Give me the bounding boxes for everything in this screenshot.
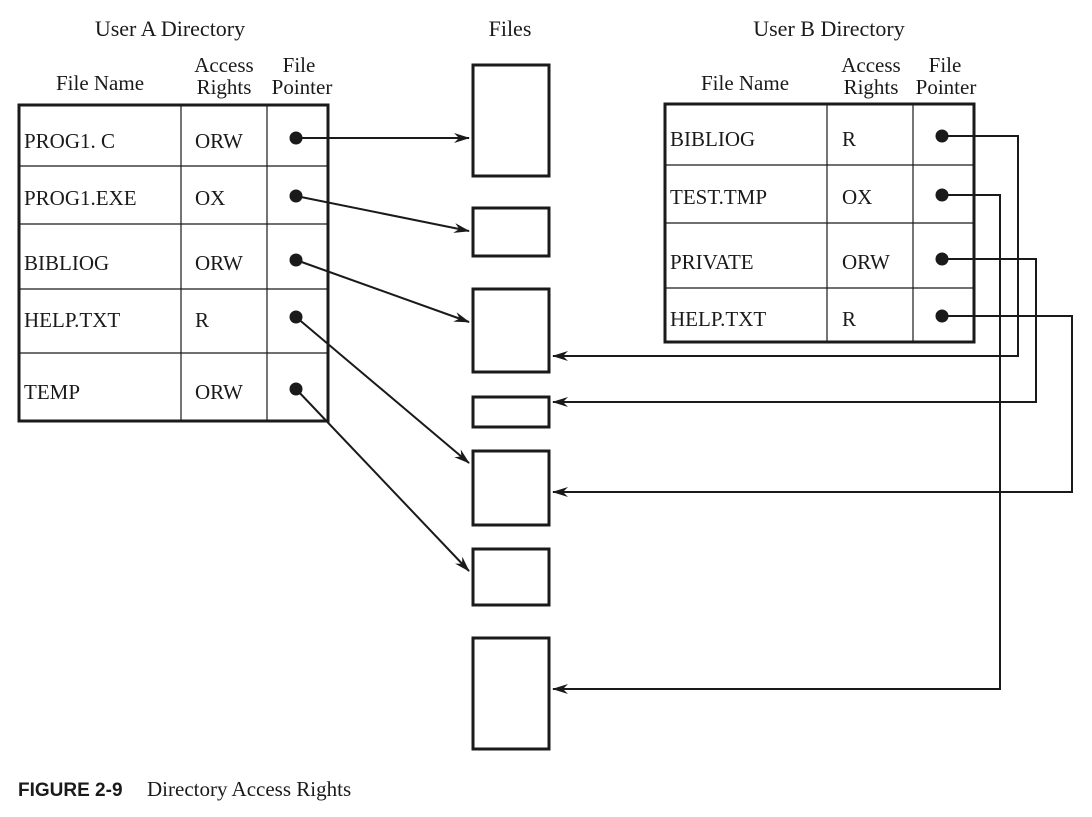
user-a-header-file: File: [283, 53, 316, 77]
pointer-arrow: [295, 259, 470, 323]
user-b-file-name: PRIVATE: [670, 250, 754, 274]
user-a-access-rights: ORW: [195, 251, 243, 275]
user-a-access-rights: ORW: [195, 380, 243, 404]
file-box: [471, 395, 551, 429]
user-a-file-name: HELP.TXT: [24, 308, 120, 332]
user-b-access-rights: ORW: [842, 250, 890, 274]
files-column: [471, 63, 551, 751]
file-box: [471, 206, 551, 258]
user-a-access-rights: OX: [195, 186, 225, 210]
file-box: [471, 547, 551, 607]
user-b-access-rights: R: [842, 127, 856, 151]
pointer-arrow: [295, 388, 470, 572]
table-row: BIBLIOG R: [670, 127, 949, 151]
user-a-file-name: TEMP: [24, 380, 80, 404]
pointer-arrow: [552, 194, 1001, 694]
user-b-access-rights: OX: [842, 185, 872, 209]
user-a-table: PROG1. C ORW PROG1.EXE OX BIBLIOG ORW HE…: [17, 103, 330, 423]
files-title: Files: [489, 16, 532, 41]
user-b-file-name: TEST.TMP: [670, 185, 767, 209]
table-row: BIBLIOG ORW: [24, 251, 303, 275]
user-b-header-file-name: File Name: [701, 71, 789, 95]
figure-caption-label: FIGURE 2-9: [18, 780, 123, 801]
user-a-file-name: PROG1. C: [24, 129, 115, 153]
table-row: PRIVATE ORW: [670, 250, 949, 274]
table-row: PROG1.EXE OX: [24, 186, 303, 210]
user-b-header-rights: Rights: [844, 75, 899, 99]
user-b-access-rights: R: [842, 307, 856, 331]
pointer-arrow: [295, 316, 470, 464]
user-b-file-name: HELP.TXT: [670, 307, 766, 331]
user-b-directory-title: User B Directory: [753, 16, 905, 41]
user-a-header-file-name: File Name: [56, 71, 144, 95]
pointer-arrow: [552, 258, 1037, 407]
user-a-access-rights: ORW: [195, 129, 243, 153]
user-a-file-name: PROG1.EXE: [24, 186, 137, 210]
file-box: [471, 63, 551, 178]
file-box: [471, 287, 551, 374]
figure-caption-text: Directory Access Rights: [147, 777, 351, 801]
table-row: HELP.TXT R: [24, 308, 303, 332]
user-b-file-name: BIBLIOG: [670, 127, 755, 151]
user-b-table: BIBLIOG R TEST.TMP OX PRIVATE ORW HELP.T…: [663, 102, 976, 344]
figure-caption: FIGURE 2-9 Directory Access Rights: [18, 777, 351, 801]
user-b-header-access: Access: [841, 53, 900, 77]
user-a-header-access: Access: [194, 53, 253, 77]
user-a-table-border: [17, 103, 330, 423]
user-a-header-rights: Rights: [197, 75, 252, 99]
pointer-arrow: [552, 135, 1019, 361]
user-a-access-rights: R: [195, 308, 209, 332]
user-b-header-pointer: Pointer: [916, 75, 977, 99]
file-box: [471, 449, 551, 527]
user-b-header-file: File: [929, 53, 962, 77]
table-row: PROG1. C ORW: [24, 129, 303, 153]
table-row: TEMP ORW: [24, 380, 303, 404]
user-a-directory-title: User A Directory: [95, 16, 245, 41]
pointer-arrow: [295, 195, 470, 233]
user-a-header-pointer: Pointer: [272, 75, 333, 99]
file-box: [471, 636, 551, 751]
table-row: TEST.TMP OX: [670, 185, 949, 209]
user-b-headers: File Name Access Rights File Pointer: [701, 53, 976, 99]
user-a-pointers: [295, 133, 470, 572]
pointer-arrow: [552, 315, 1073, 497]
table-row: HELP.TXT R: [670, 307, 949, 331]
user-a-headers: File Name Access Rights File Pointer: [56, 53, 332, 99]
user-a-file-name: BIBLIOG: [24, 251, 109, 275]
user-b-pointers: [552, 135, 1073, 694]
